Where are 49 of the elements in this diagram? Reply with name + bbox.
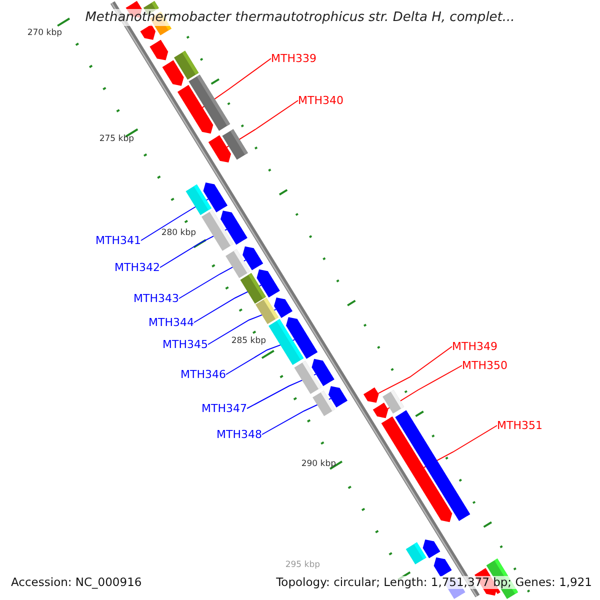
scale-label: 280 kbp — [161, 228, 196, 237]
leader-line — [423, 425, 498, 468]
gene-label: MTH342 — [114, 262, 160, 273]
gene-feature — [328, 386, 348, 408]
leader-line — [178, 260, 246, 299]
gene-feature — [363, 387, 379, 403]
leader-line — [262, 398, 332, 435]
leader-line — [202, 58, 272, 108]
gene-block — [382, 390, 404, 414]
gene-feature — [162, 60, 184, 86]
leader-line — [226, 100, 298, 148]
gene-label: MTH341 — [96, 235, 141, 246]
gene-feature — [150, 40, 168, 60]
gene-label: MTH349 — [452, 341, 498, 352]
gene-block — [222, 129, 248, 160]
gene-block — [395, 410, 470, 522]
gene-label: MTH346 — [180, 369, 226, 380]
gene-block — [240, 273, 266, 304]
gene-block — [255, 298, 279, 324]
gene-block — [226, 249, 250, 278]
gene-label: MTH351 — [497, 420, 542, 431]
gene-feature — [274, 298, 292, 318]
gene-block — [186, 184, 212, 216]
gene-label: MTH344 — [148, 317, 194, 328]
scale-label: 295 kbp — [285, 560, 320, 569]
gene-feature — [372, 402, 388, 418]
leader-line — [387, 365, 462, 410]
gene-feature — [422, 540, 440, 558]
gene-block — [294, 360, 322, 394]
gene-label: MTH343 — [134, 293, 179, 304]
gene-feature — [434, 557, 452, 577]
scale-label: 275 kbp — [99, 134, 134, 143]
gene-label: MTH340 — [298, 95, 344, 106]
scale-label: 290 kbp — [301, 460, 336, 468]
gene-block — [312, 390, 336, 416]
gene-block — [406, 542, 426, 564]
gene-label: MTH345 — [162, 339, 208, 350]
genome-info-text: Topology: circular; Length: 1,751,377 bp; Genes: 1,921 — [274, 576, 594, 589]
gene-label: MTH350 — [462, 360, 508, 371]
accession-text: Accession: NC_000916 — [9, 576, 144, 589]
scale-label: 270 kbp — [27, 28, 62, 37]
gene-label: MTH347 — [202, 403, 247, 414]
scale-label: 285 kbp — [231, 336, 266, 345]
leader-line — [378, 346, 452, 394]
gene-label: MTH348 — [216, 429, 262, 440]
gene-block — [268, 319, 304, 366]
gene-block — [188, 74, 230, 131]
gene-label: MTH339 — [271, 53, 316, 64]
gene-block — [201, 210, 234, 251]
